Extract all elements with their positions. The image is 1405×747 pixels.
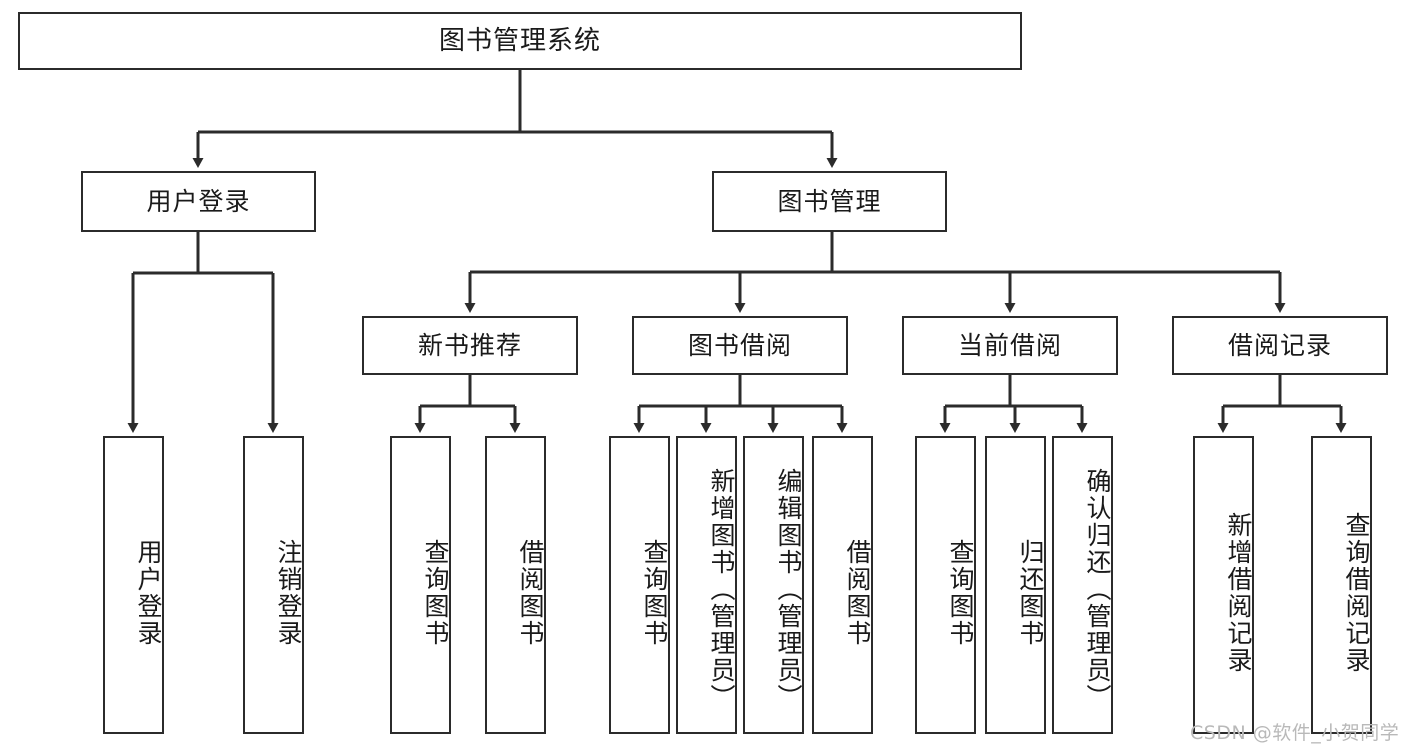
node-book-management[interactable]: 图书管理: [712, 171, 947, 232]
node-leaf-logout-login[interactable]: 注销登录: [243, 436, 304, 734]
node-leaf-confirm-return[interactable]: 确认归还（管理员）: [1052, 436, 1113, 734]
node-borrow-record[interactable]: 借阅记录: [1172, 316, 1388, 375]
node-leaf-add-book[interactable]: 新增图书（管理员）: [676, 436, 737, 734]
node-leaf-query-book-current[interactable]: 查询图书: [915, 436, 976, 734]
node-leaf-query-book-recommend[interactable]: 查询图书: [390, 436, 451, 734]
node-leaf-user-login[interactable]: 用户登录: [103, 436, 164, 734]
node-root-system[interactable]: 图书管理系统: [18, 12, 1022, 70]
node-user-login[interactable]: 用户登录: [81, 171, 316, 232]
node-leaf-edit-book[interactable]: 编辑图书（管理员）: [743, 436, 804, 734]
node-new-book-recommend[interactable]: 新书推荐: [362, 316, 578, 375]
watermark: CSDN @软件_小贺同学: [1190, 722, 1400, 744]
node-leaf-query-book-borrow[interactable]: 查询图书: [609, 436, 670, 734]
node-current-borrow[interactable]: 当前借阅: [902, 316, 1118, 375]
node-leaf-add-borrow-record[interactable]: 新增借阅记录: [1193, 436, 1254, 734]
node-leaf-borrow-book[interactable]: 借阅图书: [812, 436, 873, 734]
node-leaf-query-borrow-record[interactable]: 查询借阅记录: [1311, 436, 1372, 734]
node-leaf-borrow-book-recommend[interactable]: 借阅图书: [485, 436, 546, 734]
node-book-borrow[interactable]: 图书借阅: [632, 316, 848, 375]
node-leaf-return-book[interactable]: 归还图书: [985, 436, 1046, 734]
